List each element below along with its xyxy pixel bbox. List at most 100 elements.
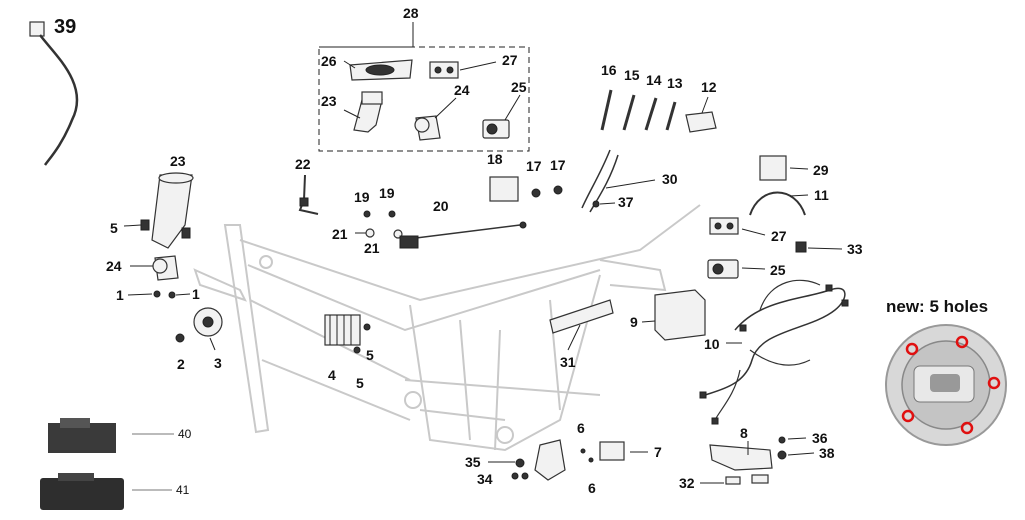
part-17-bolts [531, 185, 563, 198]
part-2-bolt [175, 333, 185, 343]
part-number-label-6a: 6 [577, 420, 585, 436]
motorcycle-frame [193, 204, 701, 452]
part-26-ignition-cover [349, 59, 413, 81]
part-number-label-5b: 5 [366, 347, 374, 363]
part-23-lock-cylinder [151, 172, 194, 249]
part-number-label-36: 36 [812, 430, 828, 446]
part-29-relay [759, 155, 787, 181]
part-number-label-34: 34 [477, 471, 493, 487]
part-number-label-14: 14 [646, 72, 662, 88]
part-number-label-40: 40 [178, 427, 192, 441]
part-number-label-7: 7 [654, 444, 662, 460]
part-27-lock [709, 217, 739, 235]
hole-marker [905, 342, 919, 356]
part-number-label-32: 32 [679, 475, 695, 491]
part-number-label-31: 31 [560, 354, 576, 370]
part-number-label-9: 9 [630, 314, 638, 330]
hole-marker [960, 421, 974, 435]
part-number-label-15: 15 [624, 67, 640, 83]
part-number-label-6b: 6 [588, 480, 596, 496]
part-number-label-3: 3 [214, 355, 222, 371]
part-number-label-33: 33 [847, 241, 863, 257]
part-number-label-38: 38 [819, 445, 835, 461]
part-number-label-24b: 24 [106, 258, 122, 274]
part-40-relay-photo [48, 418, 116, 453]
part-39-cable [29, 21, 79, 166]
part-number-label-21a: 21 [332, 226, 348, 242]
part-number-label-25b: 25 [770, 262, 786, 278]
part-25-lock [707, 259, 739, 279]
part-6-screws [580, 448, 594, 463]
part-20-cable [399, 221, 527, 249]
part-12-relay [685, 111, 717, 133]
part-number-label-18: 18 [487, 151, 503, 167]
part-number-label-13: 13 [667, 75, 683, 91]
part-number-label-21b: 21 [364, 240, 380, 256]
part-number-label-29: 29 [813, 162, 829, 178]
part-19-bolts [363, 210, 396, 218]
part-number-label-2: 2 [177, 356, 185, 372]
part-10-wiring-harness [699, 279, 849, 425]
part-number-label-19a: 19 [354, 189, 370, 205]
part-number-label-24a: 24 [454, 82, 470, 98]
part-number-label-25a: 25 [511, 79, 527, 95]
part-number-label-23b: 23 [170, 153, 186, 169]
part-37-bolt [592, 200, 600, 208]
part-23-lock-cylinder-top [353, 91, 383, 133]
part-30-wires [581, 149, 619, 213]
part-number-label-19b: 19 [379, 185, 395, 201]
part-number-label-37: 37 [618, 194, 634, 210]
part-25-lock-top [482, 119, 510, 139]
part-27-lock-top [429, 61, 459, 79]
part-number-label-17a: 17 [526, 158, 542, 174]
part-number-label-4: 4 [328, 367, 336, 383]
part-18-cdi [489, 176, 519, 202]
part-31-strap [549, 299, 614, 334]
part-number-label-10: 10 [704, 336, 720, 352]
part-4-regulator [324, 314, 361, 346]
part-number-label-35: 35 [465, 454, 481, 470]
part-number-label-17b: 17 [550, 157, 566, 173]
part-number-label-1a: 1 [116, 287, 124, 303]
part-24-lock-top [414, 115, 441, 141]
part-5-screws-lower [353, 323, 371, 354]
part-22-sensor [298, 174, 319, 215]
part-number-label-11: 11 [814, 187, 829, 203]
part-number-label-8: 8 [740, 425, 748, 441]
part-number-label-41: 41 [176, 483, 190, 497]
part-number-label-28: 28 [403, 5, 419, 21]
part-number-label-26: 26 [321, 53, 337, 69]
part-number-label-23a: 23 [321, 93, 337, 109]
part-9-battery [654, 289, 706, 341]
parts-13-16-rods [600, 89, 677, 131]
part-number-label-20: 20 [433, 198, 449, 214]
inset-note: new: 5 holes [886, 297, 988, 316]
part-36-38-bolts [777, 436, 787, 460]
part-number-label-12: 12 [701, 79, 717, 95]
part-11-cable [749, 191, 806, 216]
part-number-label-30: 30 [662, 171, 678, 187]
part-number-label-5c: 5 [356, 375, 364, 391]
hole-marker [955, 335, 969, 349]
part-21-washers [365, 228, 403, 239]
part-41-relay-photo [40, 473, 124, 510]
part-1-screws [153, 290, 176, 299]
part-number-label-39: 39 [54, 16, 76, 38]
leader-lines [123, 60, 843, 484]
part-number-label-1b: 1 [192, 286, 200, 302]
part-number-label-27b: 27 [771, 228, 787, 244]
part-number-label-16: 16 [601, 62, 617, 78]
part-number-label-22: 22 [295, 156, 311, 172]
hole-marker [901, 409, 915, 423]
part-24-lock [152, 255, 179, 281]
part-32-pads [725, 474, 769, 485]
part-number-label-5a: 5 [110, 220, 118, 236]
part-7-relay [599, 441, 625, 461]
ignition-inset [885, 324, 1007, 446]
group-28-box [318, 46, 530, 152]
part-33-clip [795, 241, 807, 253]
hole-marker [987, 376, 1001, 390]
part-8-bracket [709, 444, 773, 471]
